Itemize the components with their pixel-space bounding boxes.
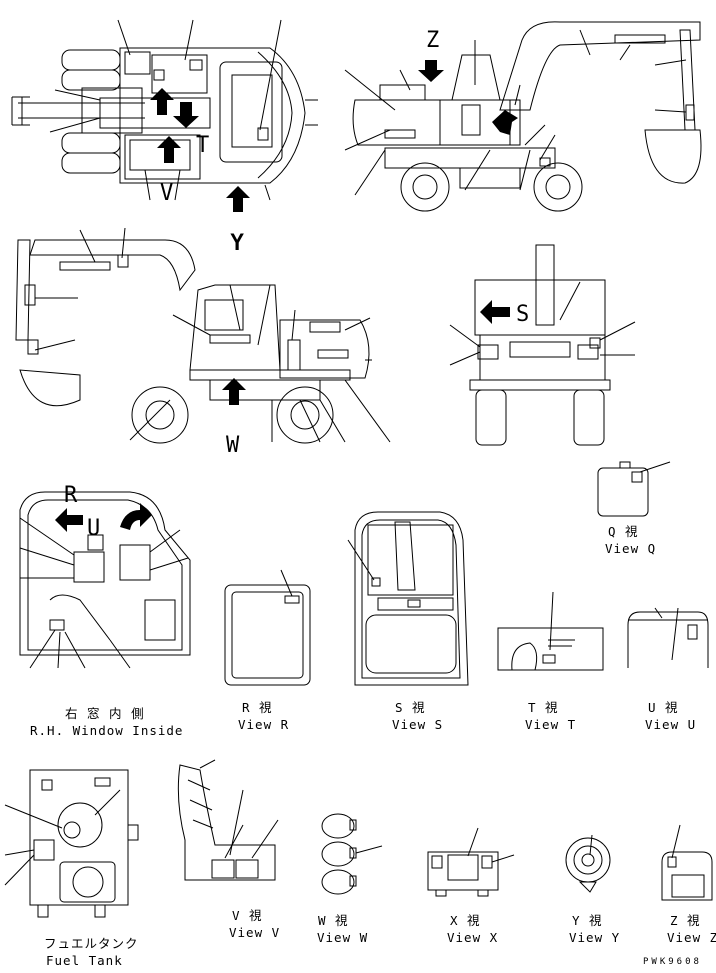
drawing-code: PWK9608 [643,957,702,967]
view-v-en: View V [229,925,280,940]
view-q-en: View Q [605,541,656,556]
view-r: R 視 View R [224,569,311,732]
fuel-tank-jp: フュエルタンク [44,936,139,951]
view-u: U 視 View U [627,607,709,732]
label-w-side: W [226,433,240,458]
rear-view: S [449,244,636,446]
view-y-jp: Y 視 [572,913,603,928]
view-t-jp: T 視 [528,700,559,715]
view-s: S 視 View S [347,511,469,732]
fuel-tank-en: Fuel Tank [46,953,123,968]
view-z: Z 視 View Z [661,824,716,945]
side-view-right: Z [344,21,702,212]
view-t-en: View T [525,717,576,732]
view-v-jp: V 視 [232,908,263,923]
view-t: T 視 View T [497,591,604,732]
fuel-tank: フュエルタンク Fuel Tank [4,769,139,968]
rh-window-inside: R U 右 窓 内 側 R.H. Window Inside [19,483,191,738]
label-u-window: U [87,516,100,541]
label-z-side: Z [426,28,439,53]
rh-window-en: R.H. Window Inside [30,723,183,738]
label-s-rear: S [516,302,529,327]
label-v-top: V [160,181,173,206]
view-s-jp: S 視 [395,700,426,715]
label-t-top: T [196,133,209,158]
view-u-jp: U 視 [648,700,679,715]
view-w-jp: W 視 [318,913,349,928]
label-y-top: Y [231,231,244,256]
view-r-jp: R 視 [242,700,273,715]
label-y-side: Y [230,231,243,256]
side-view-left: W Y [15,227,391,458]
view-y: Y 視 View Y [565,834,620,945]
view-r-en: View R [238,717,289,732]
label-r-window: R [64,483,78,508]
view-x: X 視 View X [427,827,515,945]
view-x-en: View X [447,930,498,945]
view-z-en: View Z [667,930,716,945]
view-z-jp: Z 視 [670,913,701,928]
rh-window-jp: 右 窓 内 側 [65,706,145,721]
view-q: Q 視 View Q [597,461,671,556]
view-v: V 視 View V [177,759,280,940]
view-y-en: View Y [569,930,620,945]
view-s-en: View S [392,717,443,732]
top-view: T V Y [11,19,318,256]
view-u-en: View U [645,717,696,732]
view-q-jp: Q 視 [608,524,639,539]
view-w: W 視 View W [317,813,383,945]
view-x-jp: X 視 [450,913,481,928]
view-w-en: View W [317,930,368,945]
